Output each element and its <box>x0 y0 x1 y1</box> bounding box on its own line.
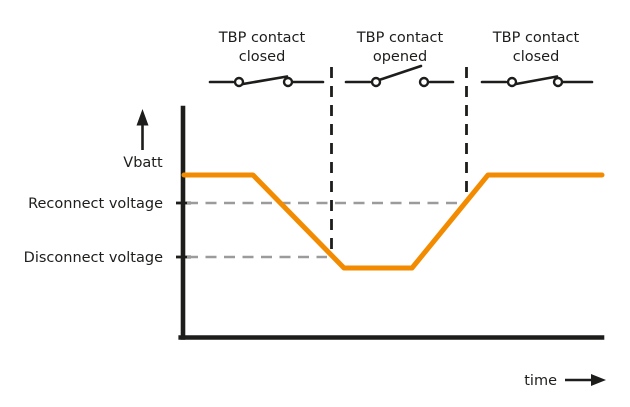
section-2-label-line1: TBP contact <box>356 30 444 46</box>
switch-opened-icon <box>344 64 455 88</box>
voltage-trace <box>181 172 605 271</box>
section-3-label-line1: TBP contact <box>492 30 580 46</box>
x-axis-label: time <box>524 373 557 389</box>
switch-closed-icon <box>208 75 325 88</box>
reconnect-voltage-label: Reconnect voltage <box>28 196 163 212</box>
section-1-label-line2: closed <box>239 49 286 65</box>
section-2-label-line2: opened <box>373 49 427 65</box>
section-1-label-line1: TBP contact <box>218 30 306 46</box>
vbatt-up-arrow-icon <box>136 109 149 150</box>
disconnect-voltage-label: Disconnect voltage <box>24 250 163 266</box>
time-right-arrow-icon <box>565 374 606 386</box>
switch-closed-icon <box>480 75 594 88</box>
y-axis-label: Vbatt <box>123 155 163 171</box>
section-3-label-line2: closed <box>513 49 560 65</box>
